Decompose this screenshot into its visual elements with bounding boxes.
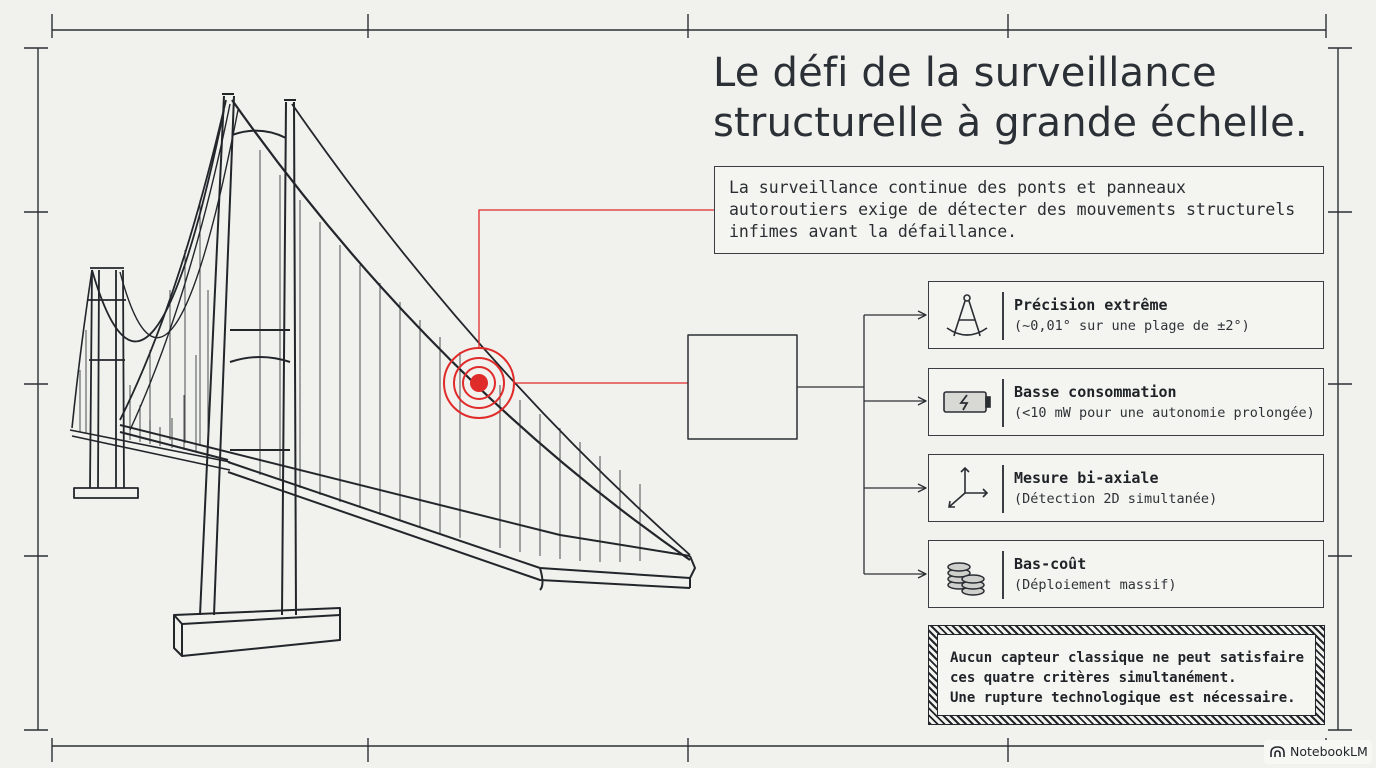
axes-icon (948, 466, 989, 508)
card-divider (1002, 551, 1004, 599)
criterion-heading: Basse consommation (1014, 383, 1177, 401)
criterion-card-power: Basse consommation (<10 mW pour une auto… (928, 368, 1324, 436)
criterion-heading: Précision extrême (1014, 296, 1168, 314)
conclusion-line-2: ces quatre critères simultanément. (950, 670, 1237, 686)
far-tower (73, 267, 139, 499)
compass-icon (946, 294, 988, 337)
criterion-card-biaxial: Mesure bi-axiale (Détection 2D simultané… (928, 454, 1324, 522)
far-cable (91, 109, 225, 343)
intro-line-2: autoroutiers exige de détecter des mouve… (729, 200, 1296, 219)
notebooklm-watermark: NotebookLM (1264, 740, 1372, 764)
coins-icon (947, 562, 985, 596)
criterion-detail: (Détection 2D simultanée) (1014, 491, 1218, 507)
card-divider (1002, 465, 1004, 513)
conclusion-text: Aucun capteur classique ne peut satisfai… (937, 634, 1316, 716)
card-divider (1002, 379, 1004, 427)
intro-line-3: infimes avant la défaillance. (729, 222, 1018, 241)
conclusion-box: Aucun capteur classique ne peut satisfai… (928, 625, 1325, 725)
criterion-card-cost: Bas-coût (Déploiement massif) (928, 540, 1324, 608)
main-cable (231, 99, 691, 561)
intro-line-1: La surveillance continue des ponts et pa… (729, 178, 1186, 197)
criterion-detail: (Déploiement massif) (1014, 577, 1177, 593)
sensor-target-marker (443, 209, 714, 419)
card-divider (1002, 292, 1004, 340)
main-tower (173, 93, 341, 657)
criterion-detail: (~0,01° sur une plage de ±2°) (1014, 318, 1250, 334)
intro-box: La surveillance continue des ponts et pa… (714, 166, 1324, 254)
notebooklm-logo-icon (1270, 746, 1285, 757)
conclusion-line-3: Une rupture technologique est nécessaire… (950, 690, 1296, 706)
criterion-detail: (<10 mW pour une autonomie prolongée) (1014, 405, 1315, 421)
page-title: Le défi de la surveillance structurelle … (713, 48, 1353, 148)
conclusion-line-1: Aucun capteur classique ne peut satisfai… (950, 650, 1305, 666)
main-deck (119, 424, 696, 591)
far-deck (69, 429, 231, 471)
sensor-box (687, 334, 798, 440)
battery-icon (943, 391, 991, 413)
title-line-1: Le défi de la surveillance (713, 50, 1217, 96)
title-line-2: structurelle à grande échelle. (713, 100, 1308, 146)
criterion-card-precision: Précision extrême (~0,01° sur une plage … (928, 281, 1324, 349)
criterion-heading: Mesure bi-axiale (1014, 469, 1159, 487)
criteria-connectors (797, 310, 927, 579)
watermark-text: NotebookLM (1290, 744, 1368, 759)
criterion-heading: Bas-coût (1014, 555, 1087, 573)
